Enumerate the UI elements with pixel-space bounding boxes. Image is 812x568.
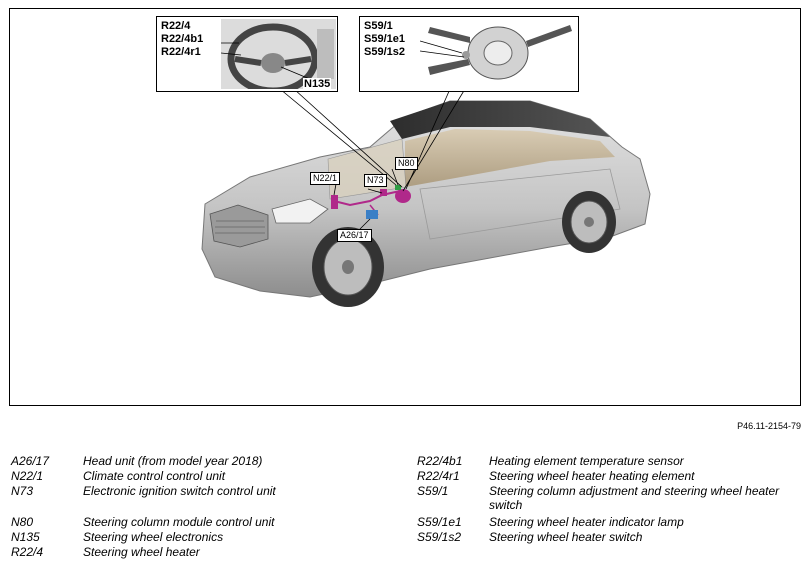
legend-item: R22/4r1 Steering wheel heater heating el… (417, 469, 695, 483)
legend-item: S59/1s2 Steering wheel heater switch (417, 530, 643, 544)
a26-17-component (366, 210, 378, 219)
callout-line-s59-1: S59/1 (364, 20, 393, 32)
callout-label-n135: N135 (303, 78, 332, 90)
callout-line-r22-4r1: R22/4r1 (161, 46, 201, 58)
legend-item: N73 Electronic ignition switch control u… (11, 484, 276, 498)
legend-item: N22/1 Climate control control unit (11, 469, 226, 483)
n22-1-component (331, 195, 338, 209)
steering-column-switch-image (420, 25, 572, 80)
figure-reference-code: P46.11-2154-79 (737, 421, 801, 431)
rear-wheel (562, 191, 616, 253)
callout-line-s59-1e1: S59/1e1 (364, 33, 405, 45)
callout-line-r22-4b1: R22/4b1 (161, 33, 204, 45)
legend-item: A26/17 Head unit (from model year 2018) (11, 454, 263, 468)
callout-line-s59-1s2: S59/1s2 (364, 46, 405, 58)
legend-item: R22/4 Steering wheel heater (11, 545, 200, 559)
front-wheel (312, 227, 384, 307)
callout-line-r22-4: R22/4 (161, 20, 191, 32)
n80-component (395, 185, 401, 190)
tag-n73: N73 (364, 174, 387, 187)
car-body (201, 100, 651, 298)
tag-n22-1: N22/1 (310, 172, 341, 185)
legend-item: S59/1 Steering column adjustment and ste… (417, 484, 780, 512)
leader-lines (279, 88, 466, 232)
diagram-frame: R22/4 R22/4b1 R22/4r1 N135 S59/1 S59/1e1… (9, 8, 801, 406)
steering-column-switch-callout: S59/1 S59/1e1 S59/1s2 (359, 16, 579, 92)
legend-item: N135 Steering wheel electronics (11, 530, 224, 544)
n73-component (380, 189, 387, 196)
tag-n80: N80 (395, 157, 418, 170)
steering-wheel-callout: R22/4 R22/4b1 R22/4r1 N135 (156, 16, 338, 92)
vehicle-illustration (201, 88, 651, 307)
legend-item: N80 Steering column module control unit (11, 515, 275, 529)
steering-column-component (395, 189, 411, 203)
steering-wheel-image (221, 19, 336, 89)
tag-a26-17: A26/17 (337, 229, 372, 242)
legend-item: S59/1e1 Steering wheel heater indicator … (417, 515, 684, 529)
legend-item: R22/4b1 Heating element temperature sens… (417, 454, 684, 468)
